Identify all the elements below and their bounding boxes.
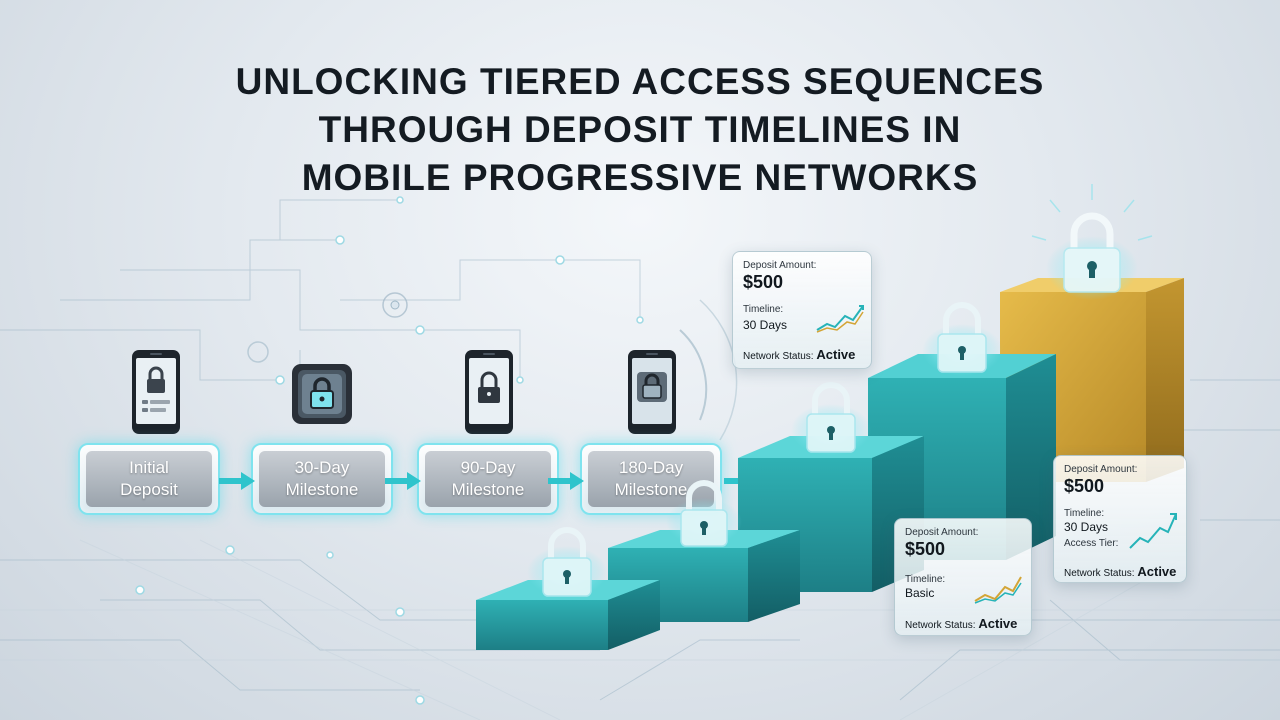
- network-status-value: Active: [1137, 564, 1177, 579]
- deposit-amount-value: $500: [743, 272, 784, 292]
- sparkline-icon: [1129, 513, 1177, 549]
- deposit-amount-label: Deposit Amount:: [1064, 464, 1138, 475]
- title-line-3: MOBILE PROGRESSIVE NETWORKS: [301, 157, 979, 198]
- network-status-value: Active: [978, 616, 1018, 631]
- network-status-value: Active: [816, 347, 856, 362]
- timeline-value: Basic: [905, 586, 935, 600]
- network-status-label: Network Status:: [1064, 568, 1135, 579]
- step-line-2: Milestone: [451, 480, 525, 499]
- network-status: Network Status: Active: [743, 347, 855, 362]
- deposit-amount-label: Deposit Amount:: [743, 260, 817, 271]
- deposit-amount-value: $500: [905, 539, 946, 559]
- deposit-amount-value: $500: [1064, 476, 1105, 496]
- arrow-right-icon: [548, 472, 584, 490]
- padlock-icon: [791, 382, 871, 456]
- access-tier-label: Access Tier:: [1064, 538, 1119, 549]
- network-status: Network Status: Active: [905, 616, 1017, 631]
- step-line-2: Milestone: [614, 480, 688, 499]
- phone-lock-icon: [465, 350, 513, 434]
- step-line-1: Initial: [129, 458, 169, 477]
- network-status: Network Status: Active: [1064, 564, 1176, 579]
- info-card-right: Deposit Amount: $500 Timeline: 30 Days A…: [1053, 455, 1187, 583]
- step-line-1: 180-Day: [618, 458, 684, 477]
- deposit-amount-label: Deposit Amount:: [905, 527, 979, 538]
- title-line-1: UNLOCKING TIERED ACCESS SEQUENCES: [235, 61, 1045, 102]
- chip-lock-icon: [292, 364, 352, 424]
- teal-block-2: [608, 530, 800, 622]
- padlock-icon: [666, 480, 742, 547]
- sparkline-icon: [974, 576, 1022, 604]
- step-line-2: Milestone: [285, 480, 359, 499]
- info-card-bottom: Deposit Amount: $500 Timeline: Basic Net…: [894, 518, 1032, 636]
- padlock-icon: [922, 302, 1002, 376]
- arrow-right-icon: [385, 472, 421, 490]
- arrow-right-icon: [219, 472, 255, 490]
- sparkline-icon: [816, 305, 864, 333]
- step-line-1: 90-Day: [460, 458, 516, 477]
- timeline-label: Timeline:: [905, 574, 946, 585]
- timeline-value: 30 Days: [743, 318, 788, 332]
- title-line-2: THROUGH DEPOSIT TIMELINES IN: [318, 109, 962, 150]
- phone-lock-icon: [132, 350, 180, 434]
- timeline-label: Timeline:: [1064, 508, 1105, 519]
- step-line-1: 30-Day: [294, 458, 350, 477]
- padlock-icon: [1046, 212, 1138, 300]
- timeline-label: Timeline:: [743, 304, 784, 315]
- phone-lock-icon: [628, 350, 676, 434]
- step-line-2: Deposit: [120, 480, 178, 499]
- padlock-icon: [527, 527, 607, 598]
- network-status-label: Network Status:: [905, 620, 976, 631]
- info-card-top: Deposit Amount: $500 Timeline: 30 Days N…: [732, 251, 872, 369]
- page-title: UNLOCKING TIERED ACCESS SEQUENCES THROUG…: [140, 58, 1140, 202]
- network-status-label: Network Status:: [743, 351, 814, 362]
- timeline-value: 30 Days: [1064, 520, 1109, 534]
